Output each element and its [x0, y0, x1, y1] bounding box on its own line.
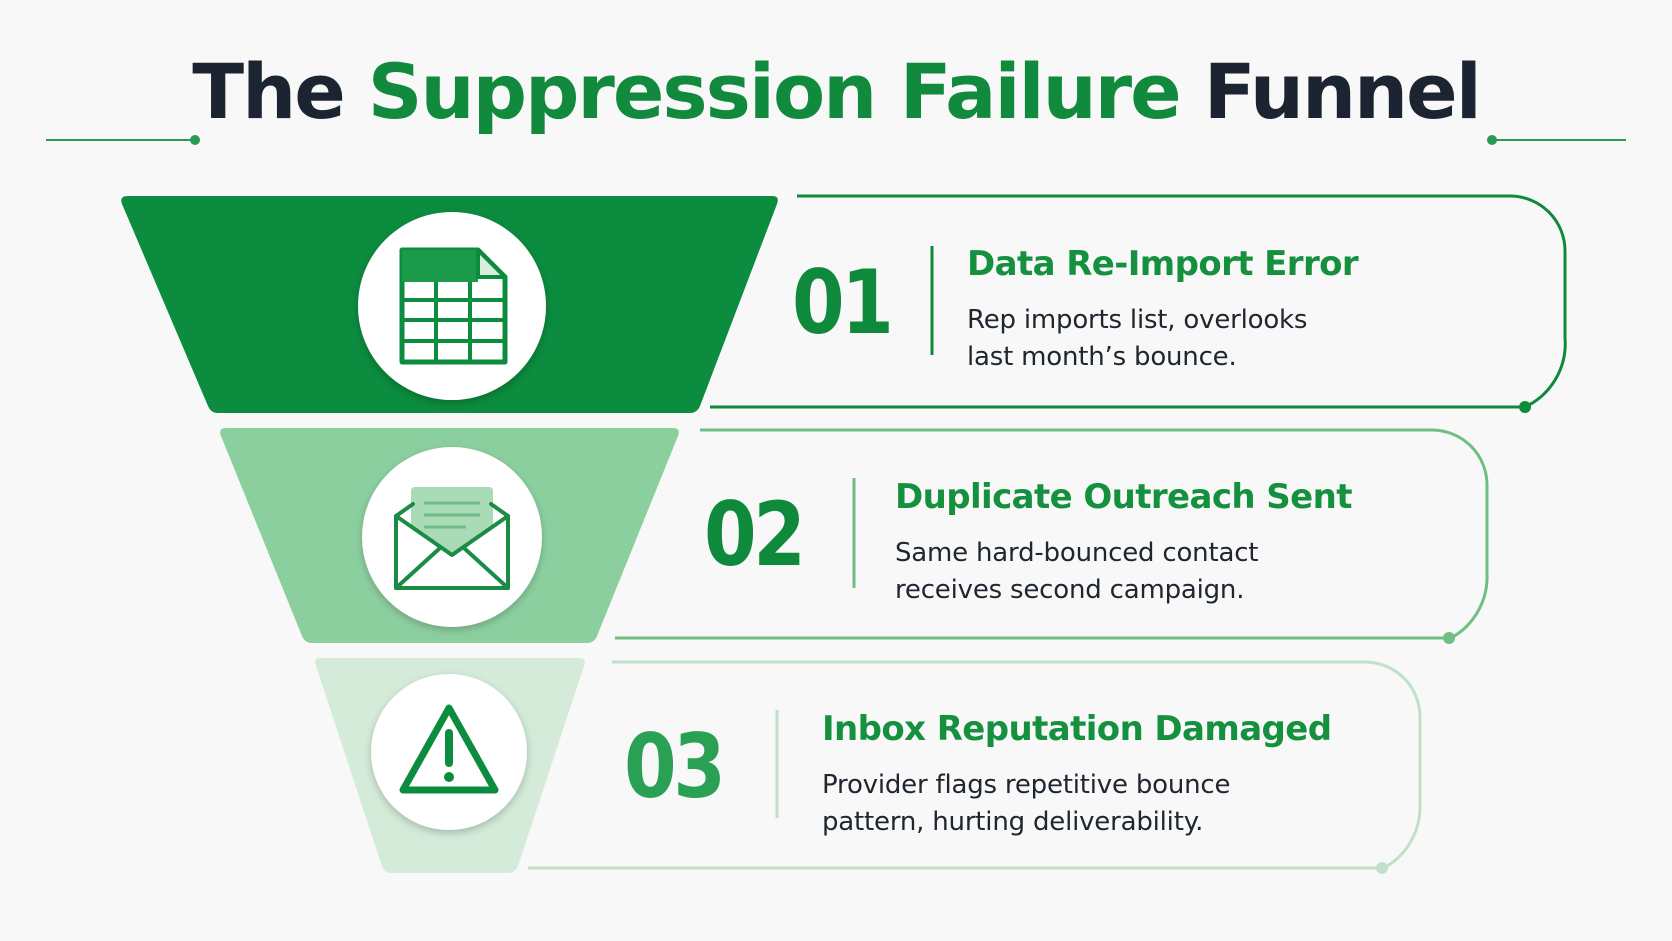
step-3-desc-line-2: pattern, hurting deliverability.	[822, 807, 1204, 837]
spreadsheet-icon	[358, 212, 546, 400]
step-2-title: Duplicate Outreach Sent	[895, 477, 1352, 517]
step-2-number: 02	[704, 483, 806, 586]
step-3-desc-line-1: Provider flags repetitive bounce	[822, 770, 1231, 800]
title-rule-left	[46, 135, 200, 145]
step-1-desc-line-1: Rep imports list, overlooks	[967, 305, 1308, 335]
step-1-title: Data Re-Import Error	[967, 244, 1359, 284]
step-2-desc-line-1: Same hard-bounced contact	[895, 538, 1259, 568]
title-part-1: The	[192, 47, 345, 136]
envelope-icon	[362, 447, 542, 627]
title-part-2: Suppression Failure	[367, 47, 1182, 136]
step-2-card-outline	[615, 428, 1489, 644]
title-part-3: Funnel	[1203, 47, 1482, 136]
step-3-number: 03	[624, 715, 726, 818]
step-2-desc-line-2: receives second campaign.	[895, 575, 1245, 605]
warning-icon	[371, 674, 527, 830]
step-1-number: 01	[792, 251, 894, 354]
step-3-card-outline	[528, 660, 1422, 874]
title-rule-right	[1487, 135, 1626, 145]
step-3-title: Inbox Reputation Damaged	[822, 709, 1332, 749]
step-1-desc-line-2: last month’s bounce.	[967, 342, 1237, 372]
step-1-card-outline	[710, 194, 1567, 413]
